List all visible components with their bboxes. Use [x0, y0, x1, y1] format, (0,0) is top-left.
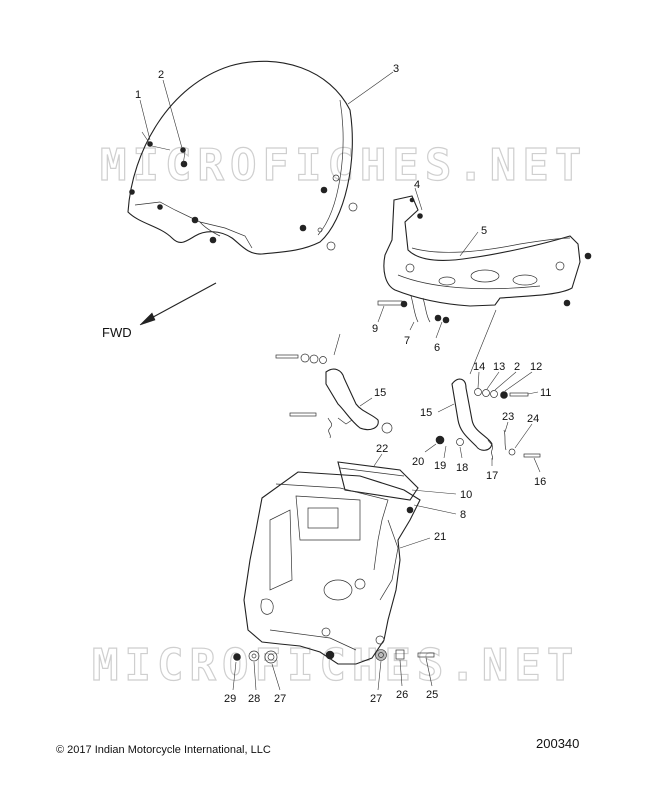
copyright-notice: © 2017 Indian Motorcycle International, …: [56, 744, 271, 756]
callout-label: 2: [514, 361, 520, 373]
callout-label: 27: [274, 693, 286, 705]
windshield: [127, 60, 358, 255]
leader-lines: [139, 71, 541, 691]
bracket-bolts: [377, 295, 450, 324]
callout-label: 15: [420, 407, 432, 419]
callout-label: 4: [414, 179, 420, 191]
callout-label: 18: [456, 462, 468, 474]
bottom-hardware: [233, 649, 435, 664]
callout-label: 10: [460, 489, 472, 501]
callout-label: 17: [486, 470, 498, 482]
callout-label: 26: [396, 689, 408, 701]
callout-label: 27: [370, 693, 382, 705]
right-support-arm: [435, 309, 541, 461]
callout-label: 5: [481, 225, 487, 237]
callout-labels: 1 2 3 4 5 9 7 6 14 13 12 2 11 15 15 23 2…: [135, 63, 551, 705]
callout-label: 9: [372, 323, 378, 335]
figure-number: 200340: [536, 736, 580, 751]
callout-label: 3: [393, 63, 399, 75]
callout-label: 24: [527, 413, 539, 425]
callout-label: 28: [248, 693, 260, 705]
copyright-text: 2017 Indian Motorcycle International, LL…: [67, 744, 271, 756]
watermark-top: MICROFICHES.NET: [100, 140, 587, 191]
callout-label: 20: [412, 456, 424, 468]
copyright-icon: ©: [56, 744, 65, 756]
callout-label: 11: [540, 387, 551, 399]
callout-label: 16: [534, 476, 546, 488]
main-frame: [243, 471, 421, 665]
callout-label: 8: [460, 509, 466, 521]
callout-label: 15: [374, 387, 386, 399]
callout-label: 1: [135, 89, 141, 101]
callout-label: 12: [530, 361, 542, 373]
mounting-bracket: [383, 195, 592, 307]
callout-label: 23: [502, 411, 514, 423]
forward-arrow: [139, 282, 217, 326]
callout-label: 7: [404, 335, 410, 347]
forward-label: FWD: [102, 325, 132, 340]
callout-label: 13: [493, 361, 505, 373]
callout-label: 22: [376, 443, 388, 455]
callout-label: 19: [434, 460, 446, 472]
callout-label: 2: [158, 69, 164, 81]
callout-label: 29: [224, 693, 236, 705]
upper-panel: [337, 461, 419, 501]
callout-label: 6: [434, 342, 440, 354]
watermark-bottom: MICROFICHES.NET: [92, 640, 579, 691]
callout-label: 25: [426, 689, 438, 701]
left-support-arm: [275, 333, 393, 439]
callout-label: 14: [473, 361, 485, 373]
callout-label: 21: [434, 531, 446, 543]
